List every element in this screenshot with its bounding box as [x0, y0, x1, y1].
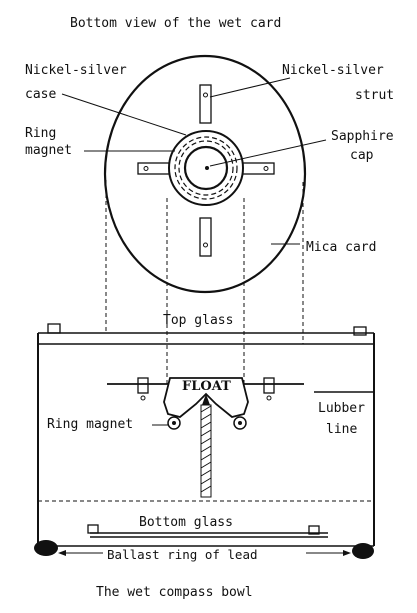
- pivot-post: [200, 404, 212, 498]
- bottom-labels: Top glass Ring magnet Lubber line Bottom…: [47, 313, 365, 600]
- label-float: FLOAT: [182, 379, 231, 394]
- nickel-silver-case: [183, 145, 229, 191]
- top-labels: Nickel-silver case Nickel-silver strut R…: [25, 63, 394, 255]
- compass-bowl: FLOAT: [34, 323, 375, 559]
- label-cap-2: cap: [350, 148, 374, 163]
- label-case-1: Nickel-silver: [25, 63, 127, 78]
- label-lubber-1: Lubber: [318, 401, 365, 416]
- label-ballast: Ballast ring of lead: [107, 547, 258, 562]
- ring-magnet-dashed-inner: [178, 140, 234, 196]
- sapphire-cap: [205, 166, 209, 170]
- label-case-2: case: [25, 87, 56, 102]
- bottom-title: The wet compass bowl: [96, 585, 253, 600]
- projection-lines: [105, 180, 304, 385]
- ballast-lead-right: [352, 543, 374, 559]
- label-top-glass: Top glass: [163, 313, 233, 328]
- label-cap-1: Sapphire: [331, 129, 394, 144]
- top-title: Bottom view of the wet card: [70, 16, 281, 31]
- label-strut-2: strut: [355, 88, 394, 103]
- label-ring-2: magnet: [25, 143, 72, 158]
- float-body: [163, 377, 249, 418]
- wet-card: [103, 54, 307, 294]
- nickel-silver-struts: [137, 84, 275, 257]
- label-strut-1: Nickel-silver: [282, 63, 384, 78]
- label-ring-1: Ring: [25, 126, 56, 141]
- label-lubber-2: line: [326, 422, 357, 437]
- mica-card: [103, 54, 307, 294]
- label-bottom-glass: Bottom glass: [139, 515, 233, 530]
- label-mica: Mica card: [306, 240, 376, 255]
- ring-magnet-dashed-outer: [174, 136, 238, 200]
- label-ring-magnet-side: Ring magnet: [47, 417, 133, 432]
- ballast-lead-left: [34, 540, 58, 556]
